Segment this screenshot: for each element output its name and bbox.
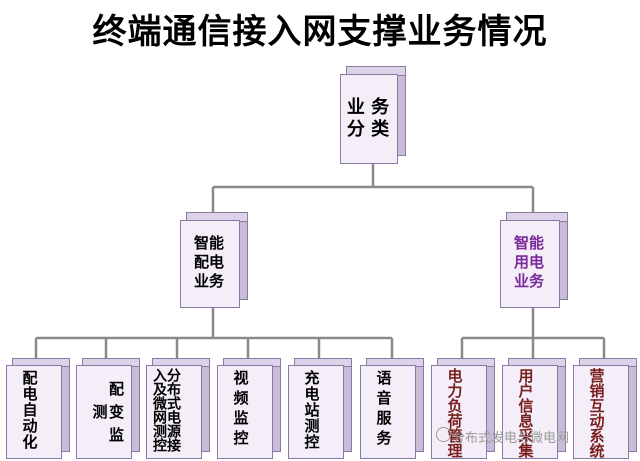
child-label-distributed-generation: 分布式电源接入及微网测控 [151, 368, 181, 452]
child-box-distribution-automation: 配电自动化 [6, 358, 70, 459]
child-label-distribution-automation: 配电自动化 [20, 370, 39, 450]
root-label-line1: 业 务 [346, 97, 390, 118]
child-box-user-info-collection: 用户信息采集 [502, 358, 566, 459]
root-box: 业 务 分 类 [340, 66, 406, 164]
watermark-text: 分布式发电与微电网 [452, 431, 570, 446]
smart-consumption-box: 智能 用电 业务 [500, 212, 568, 308]
smart-distribution-label: 智能 配电 业务 [193, 234, 224, 290]
child-label-user-info-collection: 用户信息采集 [516, 368, 535, 458]
child-box-marketing-interaction: 营销互动系统 [573, 358, 637, 459]
child-box-video-monitoring: 视频监控 [217, 358, 281, 459]
child-box-distributed-generation: 分布式电源接入及微网测控 [146, 358, 210, 459]
wechat-icon [436, 427, 451, 442]
smart-distribution-box: 智能 配电 业务 [180, 212, 248, 308]
child-box-transformer-monitoring: 配变监测 [76, 358, 140, 459]
root-label-line2: 分 类 [346, 119, 390, 140]
child-label-charging-station: 充电站测控 [302, 370, 321, 450]
smart-consumption-label: 智能 用电 业务 [513, 234, 544, 290]
child-label-transformer-monitoring: 配变监测 [90, 380, 126, 450]
page-title: 终端通信接入网支撑业务情况 [92, 12, 548, 52]
child-label-marketing-interaction: 营销互动系统 [587, 368, 606, 458]
child-label-voice-service: 语音服务 [374, 370, 393, 450]
child-box-charging-station: 充电站测控 [288, 358, 352, 459]
child-label-video-monitoring: 视频监控 [231, 370, 250, 450]
child-box-voice-service: 语音服务 [360, 358, 424, 459]
